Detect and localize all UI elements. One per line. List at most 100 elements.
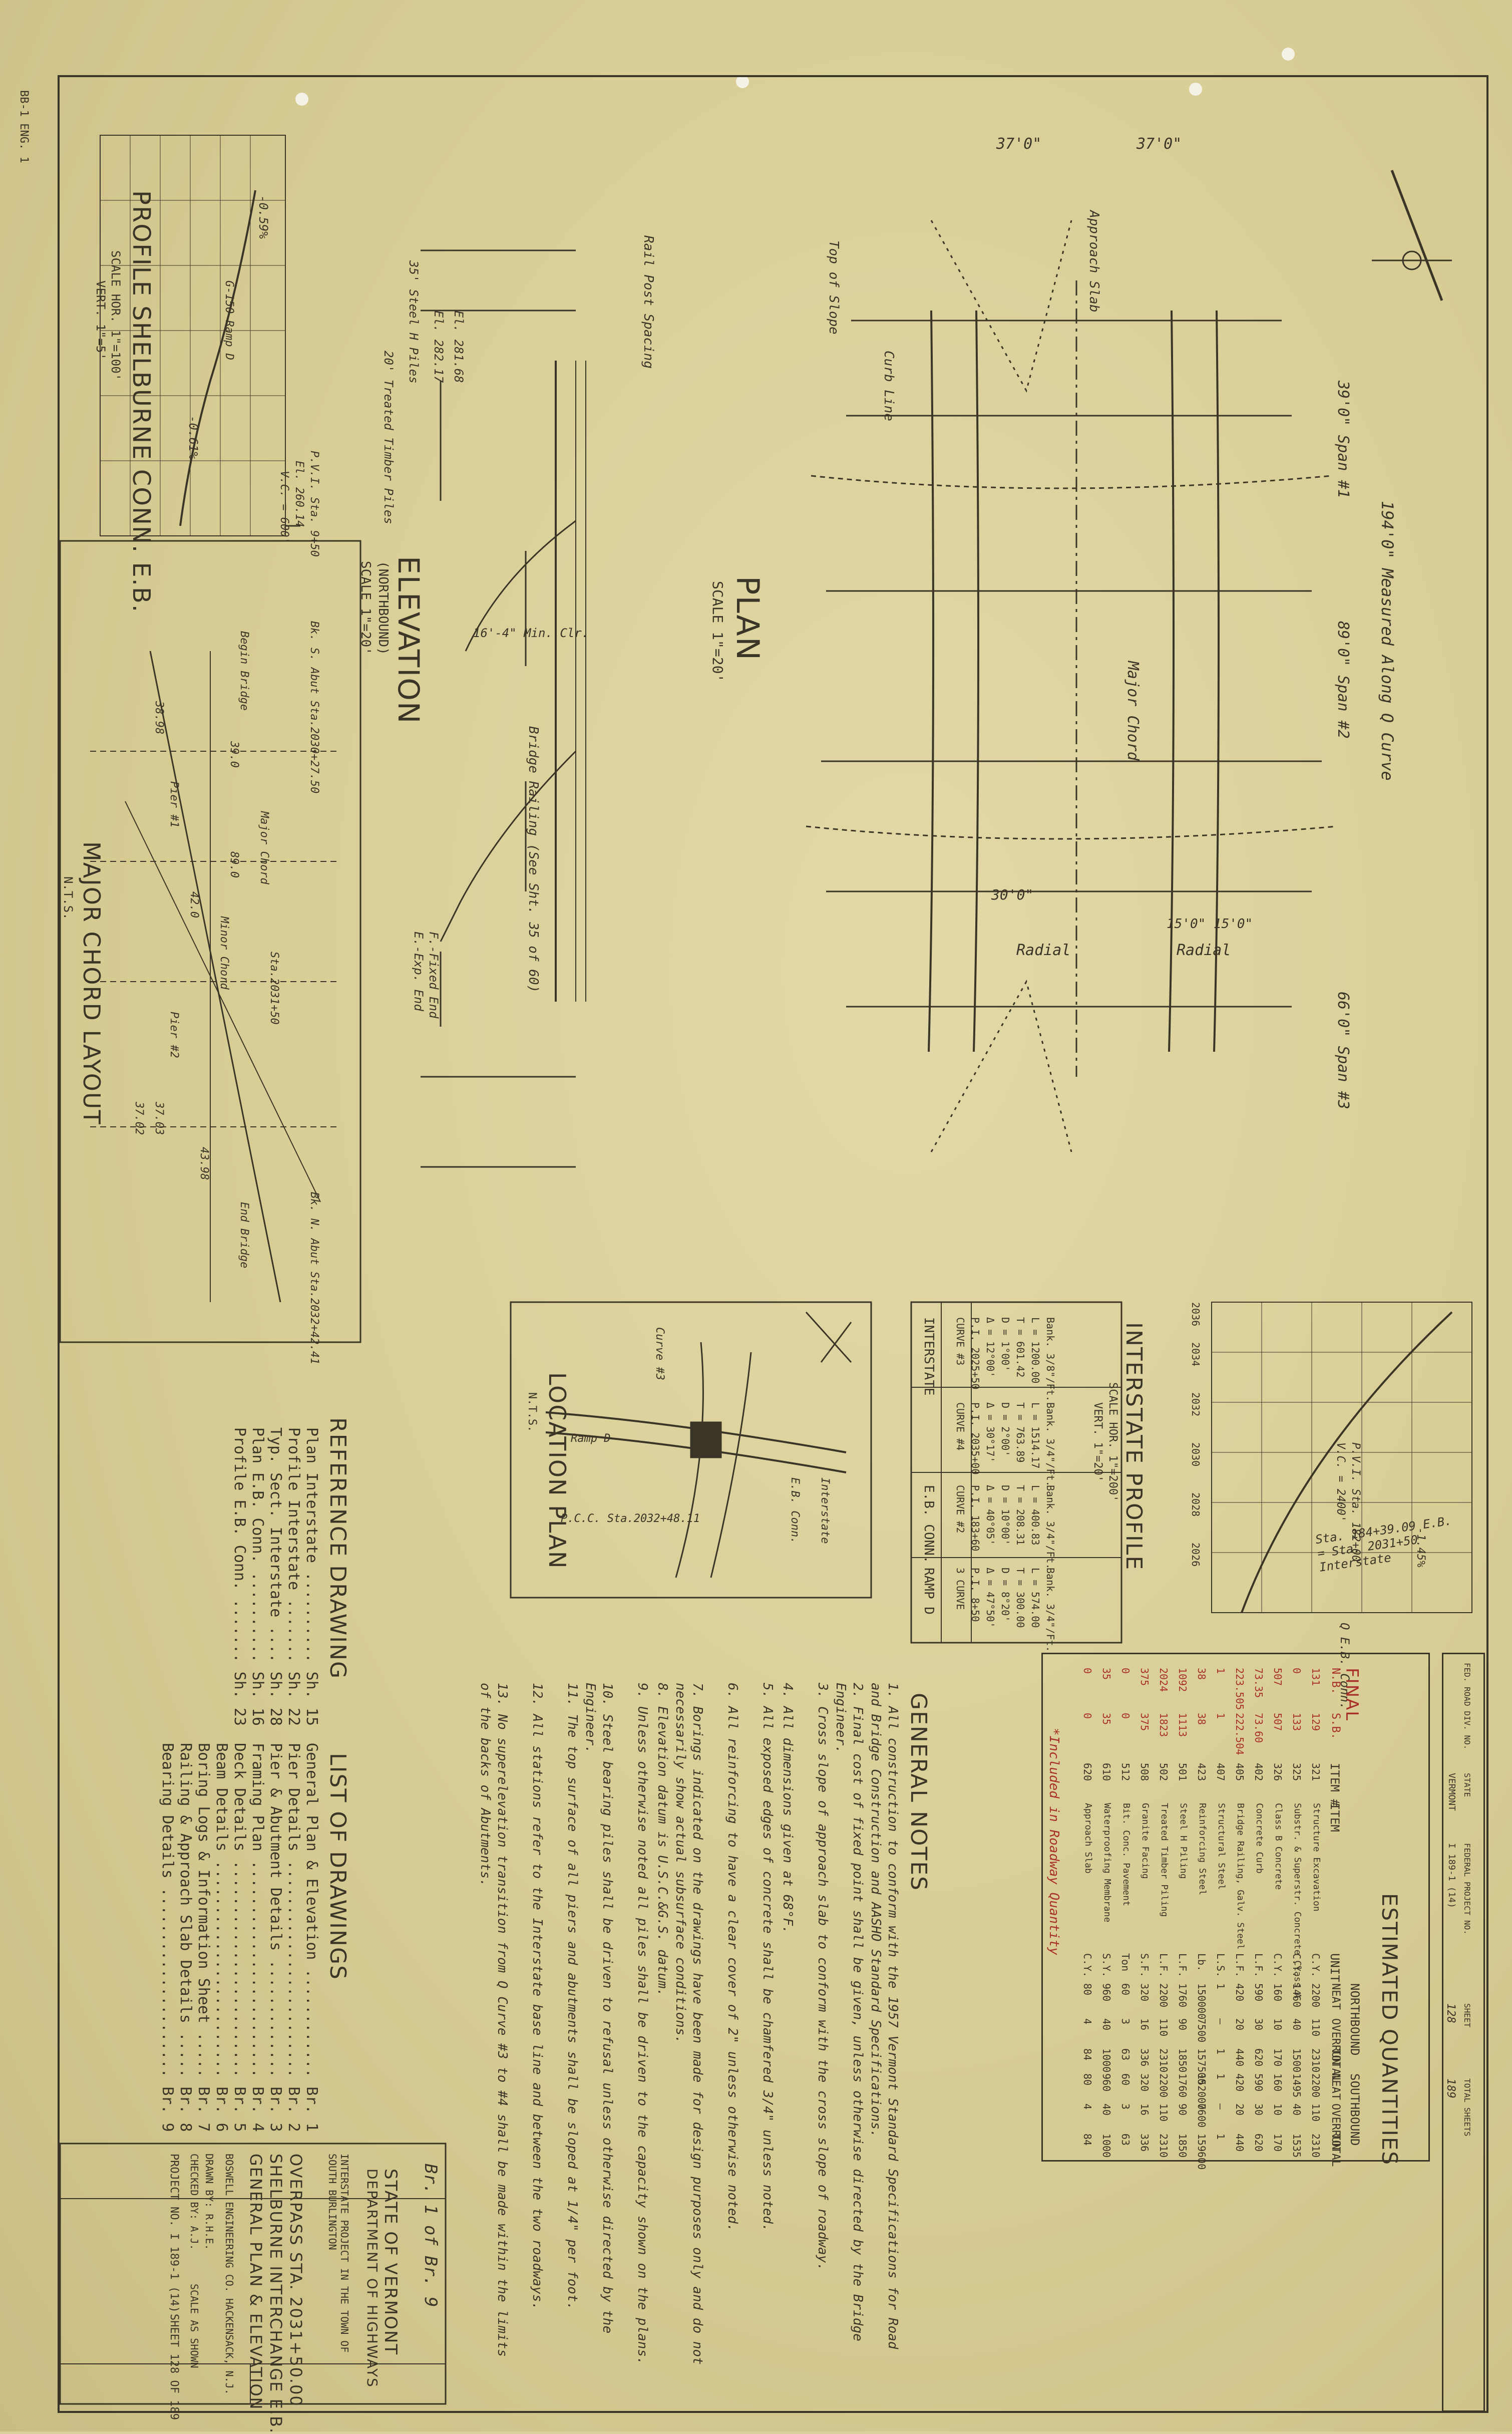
list-of-drawings-title: LIST OF DRAWINGS bbox=[325, 1753, 350, 1980]
plan-overall-dim: 194'0" Measured Along Q Curve bbox=[1378, 501, 1397, 781]
quantity-cell: 440 bbox=[1234, 2048, 1246, 2067]
quantity-cell: 30 bbox=[1253, 2103, 1265, 2116]
interstate-tick: 2034 bbox=[1190, 1342, 1202, 1367]
quantity-cell: 960 bbox=[1100, 2073, 1112, 2092]
quantity-cell: 40 bbox=[1100, 2018, 1112, 2031]
quantity-cell: 1760 bbox=[1177, 2073, 1189, 2098]
quantity-cell: 420 bbox=[1234, 1983, 1246, 2002]
curve-table-cell: L = 574.00 bbox=[1029, 1568, 1041, 1628]
quantity-cell: Class B Concrete bbox=[1273, 1803, 1284, 1890]
chord-dim: 42.0 bbox=[188, 891, 200, 918]
quantity-cell: 610 bbox=[1100, 1763, 1112, 1781]
curve-table-cell: Δ = 40°05' bbox=[984, 1485, 996, 1546]
qty-col-header: TOTAL bbox=[1329, 2134, 1342, 2167]
final-quantity-cell: 0 bbox=[1291, 1668, 1303, 1674]
elev-el-283: El. 281.68 bbox=[452, 311, 466, 383]
profile-pvi-el: El. 260.14 bbox=[293, 461, 305, 527]
quantity-cell: Lb. bbox=[1196, 1953, 1208, 1972]
reference-item: Profile Interstate ....... Sh. 22 bbox=[285, 1427, 302, 1726]
final-quantity-cell: 129 bbox=[1310, 1713, 1322, 1731]
loc-interstate: Interstate bbox=[819, 1477, 831, 1544]
general-note: 8. Elevation datum is U.S.C.&G.S. datum. bbox=[655, 1683, 670, 1997]
plan-major-chord: Major Chord bbox=[1124, 661, 1142, 761]
header-value: 189 bbox=[1444, 2078, 1457, 2098]
chord-pier-1: Pier #1 bbox=[168, 781, 180, 828]
chord-end-bridge: End Bridge bbox=[238, 1202, 250, 1269]
quantity-cell: 80 bbox=[1081, 1983, 1093, 1996]
general-note: 1. All construction to conform with the … bbox=[868, 1683, 900, 2349]
plan-dim-1: 37'0" bbox=[996, 135, 1042, 153]
final-quantity-cell: 133 bbox=[1291, 1713, 1303, 1731]
drawing-list-item: General Plan & Elevation ............ Br… bbox=[303, 1743, 320, 2132]
quantity-cell: 7600 bbox=[1196, 2103, 1208, 2128]
final-quantity-cell: 0 bbox=[1119, 1713, 1131, 1719]
quantity-cell: 320 bbox=[1139, 1983, 1151, 2002]
quantity-cell: 1000 bbox=[1100, 2048, 1112, 2073]
group-header-northbound: NORTHBOUND bbox=[1348, 1983, 1362, 2056]
plan-top-of-slope: Top of Slope bbox=[826, 240, 841, 335]
title-conn: SHELBURNE INTERCHANGE E.B. bbox=[266, 2154, 285, 2434]
loc-eb-conn: E.B. Conn. bbox=[789, 1477, 801, 1544]
header-cell: TOTAL SHEETS bbox=[1462, 2078, 1472, 2137]
general-notes-title: GENERAL NOTES bbox=[906, 1693, 931, 1892]
quantity-cell: Waterproofing Membrane bbox=[1102, 1803, 1112, 1923]
quantity-cell: 502 bbox=[1158, 1763, 1170, 1781]
quantity-cell: 960 bbox=[1100, 1983, 1112, 2002]
quantity-cell: L.F. bbox=[1177, 1953, 1189, 1978]
quantity-cell: 159600 bbox=[1196, 2134, 1208, 2170]
curve-table-cell: P.I. 2035+00 bbox=[969, 1402, 981, 1475]
plan-title: PLAN bbox=[729, 576, 766, 662]
title-sheet-ref: Br. 1 of Br. 9 bbox=[421, 2164, 441, 2307]
elev-bridge-railing: Bridge Railing (See Sht. 35 of 60) bbox=[526, 726, 541, 993]
general-note: 9. Unless otherwise noted all piles shal… bbox=[635, 1683, 650, 2365]
quantity-cell: 2200 bbox=[1158, 2073, 1170, 2098]
quantity-cell: 40 bbox=[1291, 2103, 1303, 2116]
header-value: VERMONT bbox=[1446, 1773, 1457, 1811]
quantity-cell: 620 bbox=[1081, 1763, 1093, 1781]
sheet-border bbox=[58, 75, 1488, 2413]
quantity-cell: Concrete Curb bbox=[1254, 1803, 1265, 1874]
interstate-profile-scale-h: SCALE HOR. 1"=200' bbox=[1106, 1382, 1119, 1502]
quantity-cell: 420 bbox=[1234, 2073, 1246, 2092]
drawing-list-item: Railing & Approach Slab Details ..... Br… bbox=[177, 1743, 194, 2132]
quantity-cell: 20 bbox=[1234, 2103, 1246, 2116]
quantity-cell: 2200 bbox=[1158, 1983, 1170, 2008]
quantity-cell: Structure Excavation bbox=[1311, 1803, 1322, 1912]
profile-title: PROFILE SHELBURNE CONN. E.B. bbox=[127, 190, 155, 614]
quantity-cell: 2310 bbox=[1158, 2134, 1170, 2158]
chord-bk-s-abut: Bk. S. Abut Sta.2030+27.50 bbox=[308, 621, 320, 794]
curve-table-cell: CURVE #3 bbox=[954, 1317, 966, 1366]
quantities-table bbox=[1041, 1653, 1430, 2162]
title-state: STATE OF VERMONT bbox=[381, 2169, 401, 2356]
quantity-cell: 90 bbox=[1177, 2103, 1189, 2116]
profile-ramp: G-150 Ramp D bbox=[223, 280, 235, 360]
quantity-cell: 4 bbox=[1081, 2103, 1093, 2110]
general-note: 11. The top surface of all piers and abu… bbox=[565, 1683, 580, 2310]
estimated-quantities-title: ESTIMATED QUANTITIES bbox=[1377, 1893, 1402, 2166]
drawing-list-item: Deck Details ........................ Br… bbox=[231, 1743, 248, 2132]
general-note: 10. Steel bearing piles shall be driven … bbox=[583, 1683, 615, 2334]
profile-scale-v: VERT. 1"=5' bbox=[94, 280, 108, 360]
header-value: 128 bbox=[1444, 2003, 1457, 2023]
final-quantity-cell: 73.35 bbox=[1253, 1668, 1265, 1698]
chord-sta-mid: Sta.2031+50 bbox=[268, 952, 280, 1025]
curve-table-cell: Δ = 12°00' bbox=[984, 1317, 996, 1378]
curve-table-cell: D = 10°00' bbox=[999, 1485, 1011, 1546]
quantity-cell: — bbox=[1215, 2018, 1227, 2025]
quantity-cell: 84 bbox=[1081, 2134, 1093, 2146]
reference-drawing-title: REFERENCE DRAWING bbox=[325, 1417, 350, 1680]
punch-hole bbox=[1189, 83, 1202, 96]
drawing-list-item: Pier Details ........................ Br… bbox=[285, 1743, 302, 2132]
final-quantity-cell: 1 bbox=[1215, 1713, 1227, 1719]
title-sheet: SHEET 128 OF 189 bbox=[168, 2314, 180, 2420]
profile-scale-h: SCALE HOR. 1"=100' bbox=[109, 250, 123, 381]
plan-dim-2: 37'0" bbox=[1137, 135, 1182, 153]
quantity-cell: 110 bbox=[1158, 2018, 1170, 2037]
quantity-cell: 1 bbox=[1215, 1983, 1227, 1990]
curve-table-cell: T = 763.89 bbox=[1014, 1402, 1026, 1463]
loc-curve-3: Curve #3 bbox=[653, 1327, 666, 1380]
elevation-scale: SCALE 1"=20' bbox=[358, 561, 373, 655]
general-note: 4. All dimensions given at 68°F. bbox=[780, 1683, 795, 1934]
elev-timber-piles: 20' Treated Timber Piles bbox=[382, 351, 396, 524]
quantity-cell: 40 bbox=[1291, 2018, 1303, 2031]
